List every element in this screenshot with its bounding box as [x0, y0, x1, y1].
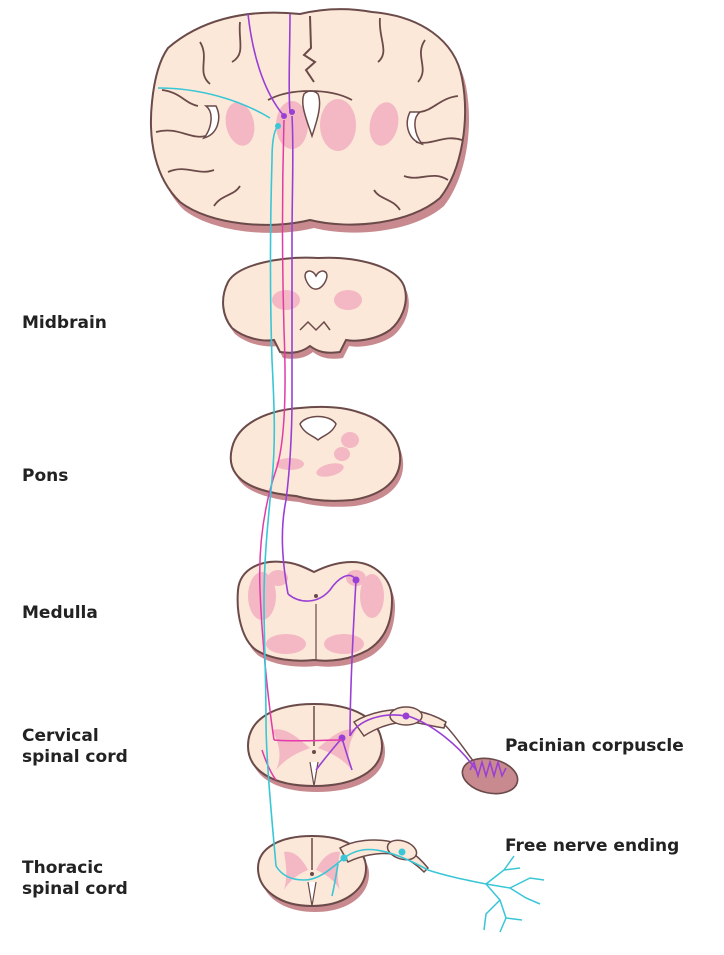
label-thoracic-spinal-cord: Thoracic spinal cord: [22, 858, 128, 900]
free-nerve-ending: [428, 856, 544, 932]
brain-coronal-section: [151, 9, 469, 233]
label-medulla: Medulla: [22, 603, 98, 624]
label-thoracic-line-2: spinal cord: [22, 879, 128, 900]
label-pacinian-corpuscle: Pacinian corpuscle: [505, 736, 684, 757]
pons-section: [231, 407, 403, 507]
label-cervical-line-1: Cervical: [22, 726, 128, 747]
label-cervical-line-2: spinal cord: [22, 747, 128, 768]
label-cervical-spinal-cord: Cervical spinal cord: [22, 726, 128, 768]
cervical-spinal-cord-section: [248, 704, 446, 792]
label-midbrain: Midbrain: [22, 313, 107, 334]
label-free-nerve-ending: Free nerve ending: [505, 836, 679, 857]
midbrain-section: [223, 258, 409, 359]
label-pons: Pons: [22, 466, 68, 487]
label-thoracic-line-1: Thoracic: [22, 858, 128, 879]
